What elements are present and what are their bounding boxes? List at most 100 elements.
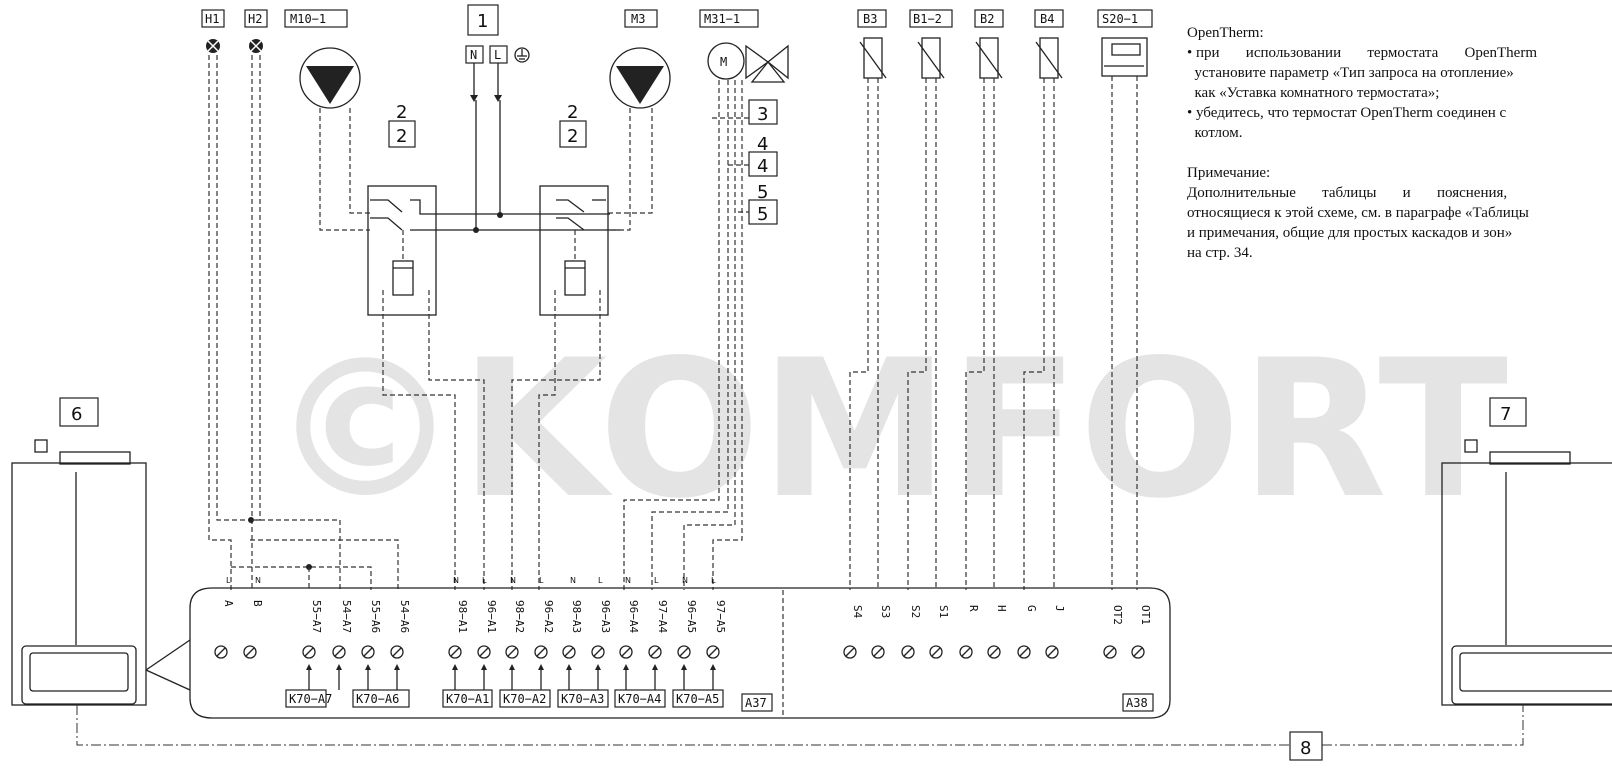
watermark: ©KOMFORT	[270, 319, 1508, 540]
screw-icon	[929, 645, 943, 659]
screw-icon	[901, 645, 915, 659]
terminal-label: G	[1025, 605, 1038, 612]
relay-K70−A2: K70−A2	[499, 664, 551, 708]
remark-line-4: на стр. 34.	[1187, 245, 1253, 261]
sensor-b4-icon	[1035, 37, 1063, 79]
terminal-label: 97−A4	[656, 600, 669, 633]
screw-icon	[534, 645, 548, 659]
boiler-left: 6	[11, 397, 191, 706]
terminal-label: 55−A6	[369, 600, 382, 633]
a38-label: A38	[1126, 696, 1148, 710]
terminal-G[interactable]: G	[1017, 605, 1038, 659]
terminal-55−A6[interactable]: 55−A6	[361, 600, 382, 659]
terminal-label: B	[251, 600, 264, 607]
terminal-R[interactable]: R	[959, 605, 980, 659]
item-4-box: 4	[757, 156, 768, 177]
terminal-OT2[interactable]: OT2	[1103, 605, 1124, 659]
terminal-96−A4[interactable]: 96−A4	[619, 600, 640, 659]
remark-line-3: и примечания, общие для простых каскадов…	[1187, 225, 1513, 241]
terminal-OT1[interactable]: OT1	[1131, 605, 1152, 659]
terminal-96−A3[interactable]: 96−A3	[591, 600, 612, 659]
terminal-A[interactable]: A	[214, 600, 235, 659]
screw-icon	[505, 645, 519, 659]
a37-terminals: A B 55−A7 54−A7 55−A6 54−A6 98−A1 96−A1 98−A2 96−…	[214, 600, 727, 659]
phase-mark: L	[654, 576, 659, 585]
notes-line-4: • убедитесь, что термостат OpenTherm сое…	[1187, 105, 1507, 121]
room-thermostat-s20-1-icon	[1101, 37, 1148, 77]
terminal-96−A1[interactable]: 96−A1	[477, 600, 498, 659]
terminal-label: 96−A2	[542, 600, 555, 633]
terminal-97−A4[interactable]: 97−A4	[648, 600, 669, 659]
remark-line-1: Дополнительные таблицы и пояснения,	[1187, 185, 1508, 201]
terminal-S4[interactable]: S4	[843, 605, 864, 659]
sensor-b1-2-icon	[917, 37, 945, 79]
relay-panel-left	[367, 185, 437, 316]
terminal-98−A1[interactable]: 98−A1	[448, 600, 469, 659]
item-4-label: 4	[757, 134, 768, 155]
terminal-label: 96−A4	[627, 600, 640, 633]
terminal-J[interactable]: J	[1045, 605, 1066, 659]
terminal-label: R	[967, 605, 980, 612]
remark-line-2: относящиеся к этой схеме, см. в параграф…	[1187, 205, 1529, 221]
svg-text:M: M	[720, 55, 727, 69]
boiler-right: 7	[1441, 397, 1612, 706]
terminal-97−A5[interactable]: 97−A5	[706, 600, 727, 659]
item-5-box: 5	[757, 204, 768, 225]
terminal-label: A	[222, 600, 235, 607]
relay-K70−A6: K70−A6	[352, 664, 410, 708]
phase-mark: L	[482, 576, 487, 585]
screw-icon	[562, 645, 576, 659]
relay-label: K70−A1	[446, 692, 489, 706]
phase-mark: L	[226, 576, 231, 585]
screw-icon	[477, 645, 491, 659]
terminal-label: J	[1053, 605, 1066, 612]
phase-mark: N	[570, 576, 576, 585]
terminal-B[interactable]: B	[243, 600, 264, 659]
terminal-label: S4	[851, 605, 864, 619]
phase-mark: L	[711, 576, 716, 585]
screw-icon	[448, 645, 462, 659]
terminal-label: 98−A1	[456, 600, 469, 633]
terminal-98−A3[interactable]: 98−A3	[562, 600, 583, 659]
item-5-label: 5	[757, 182, 768, 203]
phase-mark: N	[255, 576, 261, 585]
terminal-98−A2[interactable]: 98−A2	[505, 600, 526, 659]
terminal-S3[interactable]: S3	[871, 605, 892, 659]
label-b3: B3	[863, 12, 877, 26]
terminal-54−A6[interactable]: 54−A6	[390, 600, 411, 659]
screw-icon	[677, 645, 691, 659]
terminal-96−A2[interactable]: 96−A2	[534, 600, 555, 659]
terminal-label: 96−A3	[599, 600, 612, 633]
terminal-96−A5[interactable]: 96−A5	[677, 600, 698, 659]
item-2-label-right: 2	[567, 102, 578, 123]
terminal-S1[interactable]: S1	[929, 605, 950, 659]
phase-mark: N	[625, 576, 631, 585]
ground-icon	[514, 47, 530, 63]
screw-icon	[390, 645, 404, 659]
screw-icon	[648, 645, 662, 659]
phase-mark: N	[453, 576, 459, 585]
notes-heading: OpenTherm:	[1187, 25, 1264, 41]
terminal-H[interactable]: H	[987, 605, 1008, 659]
screw-icon	[361, 645, 375, 659]
screw-icon	[1103, 645, 1117, 659]
notes-line-2: установите параметр «Тип запроса на отоп…	[1187, 65, 1514, 81]
terminal-55−A7[interactable]: 55−A7	[302, 600, 323, 659]
dashed-wiring	[208, 55, 1138, 590]
terminal-label: S2	[909, 605, 922, 618]
terminal-label: 55−A7	[310, 600, 323, 633]
label-m31-1: M31−1	[704, 12, 740, 26]
label-n: N	[470, 48, 477, 62]
screw-icon	[706, 645, 720, 659]
item-2-box-right: 2	[567, 126, 578, 147]
terminal-S2[interactable]: S2	[901, 605, 922, 659]
item-6-box: 6	[71, 404, 82, 425]
pump-m10-1-icon	[299, 47, 361, 109]
terminal-54−A7[interactable]: 54−A7	[332, 600, 353, 659]
relay-panel-right	[539, 185, 609, 316]
terminal-label: OT2	[1111, 605, 1124, 625]
lamp-h2-icon	[249, 39, 263, 53]
